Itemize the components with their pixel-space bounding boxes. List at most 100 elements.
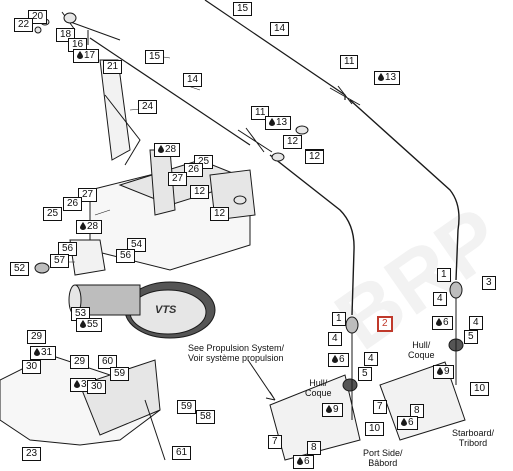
callout-4: 4	[364, 352, 378, 366]
callout-number: 6	[304, 456, 310, 467]
callout-number: 8	[311, 442, 317, 453]
callout-59: 59	[110, 367, 130, 381]
link-rod-61	[144, 399, 166, 461]
callout-number: 21	[107, 61, 119, 72]
callout-58: 58	[196, 410, 216, 424]
callout-number: 61	[176, 447, 188, 458]
callout-4: 4	[328, 332, 342, 346]
callout-25: 25	[43, 207, 63, 221]
callout-number: 11	[344, 56, 355, 67]
callout-number: 25	[198, 156, 210, 167]
callout-number: 52	[14, 263, 26, 274]
callout-number: 8	[414, 405, 420, 416]
callout-23: 23	[22, 447, 42, 461]
callout-15: 15	[145, 50, 165, 64]
callout-26: 26	[184, 163, 204, 177]
callout-number: 28	[165, 144, 177, 155]
callout-number: 25	[47, 208, 59, 219]
callout-number: 59	[114, 368, 126, 379]
nut-22	[34, 26, 42, 34]
callout-number: 15	[237, 3, 249, 14]
callout-59: 59	[177, 400, 197, 414]
callout-number: 24	[142, 101, 154, 112]
callout-21: 21	[103, 60, 123, 74]
vts-bracket	[69, 239, 106, 276]
callout-17: 17	[73, 49, 100, 63]
callout-number: 6	[443, 317, 449, 328]
callout-number: 12	[287, 136, 299, 147]
callout-number: 7	[377, 401, 383, 412]
lubricant-drop-icon	[378, 73, 384, 81]
callout-7: 7	[373, 400, 387, 414]
callout-6: 6	[328, 353, 349, 367]
lubricant-drop-icon	[332, 355, 338, 363]
callout-12: 12	[190, 185, 210, 199]
callout-number: 22	[18, 19, 30, 30]
callout-number: 5	[468, 331, 474, 342]
callout-number: 17	[84, 50, 96, 61]
lubricant-drop-icon	[74, 380, 80, 388]
callout-31: 31	[30, 346, 57, 360]
callout-52: 52	[10, 262, 30, 276]
propulsion-note: See Propulsion System/ Voir système prop…	[188, 343, 285, 363]
cable-lower	[89, 37, 251, 146]
callout-1: 1	[437, 268, 451, 282]
callout-number: 12	[194, 186, 206, 197]
lubricant-drop-icon	[34, 348, 40, 356]
callout-30: 30	[87, 380, 107, 394]
callout-5: 5	[464, 330, 478, 344]
callout-1: 1	[332, 312, 346, 326]
callout-54: 54	[127, 238, 147, 252]
washer-12-a	[271, 152, 285, 162]
callout-number: 4	[368, 353, 374, 364]
callout-number: 10	[474, 383, 486, 394]
callout-number: 60	[102, 356, 114, 367]
callout-27: 27	[78, 188, 98, 202]
reverse-lever-link	[104, 94, 141, 166]
lubricant-drop-icon	[269, 118, 275, 126]
callout-number: 1	[336, 313, 342, 324]
callout-28: 28	[76, 220, 103, 234]
callout-55: 55	[76, 318, 103, 332]
cable-lower-run	[269, 154, 355, 316]
propulsion-arrow	[247, 359, 276, 401]
callout-27: 27	[168, 172, 188, 186]
callout-14: 14	[270, 22, 290, 36]
callout-9: 9	[322, 403, 343, 417]
callout-22: 22	[14, 18, 34, 32]
callout-number: 9	[333, 404, 339, 415]
callout-6: 6	[397, 416, 418, 430]
starboard-fitting	[449, 281, 463, 299]
lubricant-drop-icon	[77, 51, 83, 59]
callout-number: 30	[91, 381, 103, 392]
callout-number: 54	[131, 239, 143, 250]
callout-number: 56	[120, 250, 132, 261]
lubricant-drop-icon	[297, 457, 303, 465]
callout-24: 24	[138, 100, 158, 114]
callout-number: 14	[274, 23, 286, 34]
cable-upper	[204, 0, 346, 100]
callout-number: 16	[72, 39, 84, 50]
lubricant-drop-icon	[326, 405, 332, 413]
port-fitting	[345, 316, 359, 334]
callout-number: 5	[362, 368, 368, 379]
callout-number: 29	[31, 331, 43, 342]
lubricant-drop-icon	[80, 222, 86, 230]
callout-number: 13	[385, 72, 397, 83]
callout-number: 55	[87, 319, 99, 330]
callout-30: 30	[22, 360, 42, 374]
callout-6: 6	[293, 455, 314, 469]
callout-2: 2	[377, 316, 393, 332]
callout-number: 3	[486, 277, 492, 288]
callout-number: 11	[255, 107, 266, 118]
callout-56: 56	[116, 249, 136, 263]
callout-number: 26	[188, 164, 200, 175]
callout-number: 56	[62, 243, 74, 254]
callout-number: 4	[473, 317, 479, 328]
callout-10: 10	[470, 382, 490, 396]
reverse-lever	[99, 59, 131, 161]
ball-joint-top	[63, 12, 77, 24]
callout-number: 2	[382, 318, 388, 329]
